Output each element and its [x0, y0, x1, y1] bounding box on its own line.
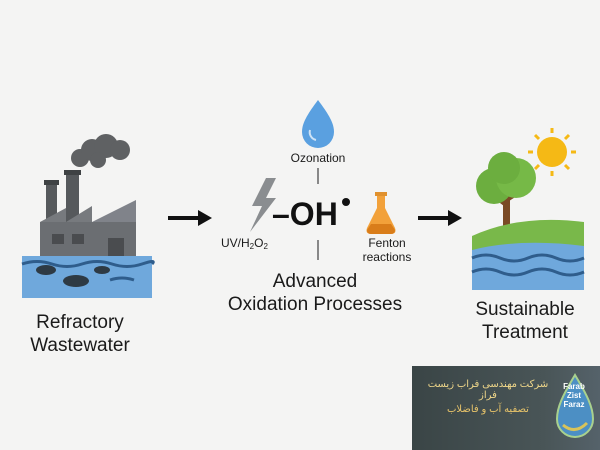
water-drop-icon [302, 100, 334, 148]
process-label-line2: Oxidation Processes [227, 294, 403, 315]
uv-subscript-2: 2 [263, 242, 268, 251]
radical-dot [342, 198, 350, 206]
logo-company-name: شرکت مهندسی فراب زیست فراز [427, 379, 549, 401]
method-fenton: Fenton reactions [348, 236, 426, 264]
uv-text: UV/H [221, 236, 250, 250]
output-label-line1: Sustainable [475, 299, 575, 320]
landscape-icon [471, 219, 585, 290]
fenton-line1: Fenton [368, 236, 406, 250]
input-label: Refractory Wastewater [10, 311, 150, 357]
logo-mark-line1: Farab [563, 382, 585, 391]
uv-subscript-1: 2 [249, 242, 255, 251]
flask-icon [366, 192, 396, 234]
output-label: Sustainable Treatment [455, 298, 595, 344]
method-uv-h2o2: UV/H2O2 [221, 236, 281, 251]
fenton-line2: reactions [362, 250, 412, 264]
logo-mark-line3: Faraz [563, 400, 585, 409]
sun-icon [528, 128, 576, 176]
logo-tagline: تصفیه آب و فاضلاب [447, 404, 529, 415]
logo-mark-line2: Zist [566, 391, 582, 400]
factory-icon [40, 134, 136, 262]
input-label-line1: Refractory [36, 312, 124, 333]
output-label-line2: Treatment [482, 322, 568, 343]
company-logo: شرکت مهندسی فراب زیست فراز تصفیه آب و فا… [412, 366, 600, 450]
tree-icon [476, 152, 536, 226]
uv-text-mid: O [254, 236, 264, 250]
arrow-right-icon [168, 210, 212, 226]
logo-drop-icon [555, 373, 595, 438]
process-label-line1: Advanced [272, 271, 358, 292]
input-label-line2: Wastewater [30, 335, 130, 356]
logo-mark-text: Farab Zist Faraz [559, 382, 589, 409]
method-ozonation: Ozonation [290, 151, 346, 165]
hydroxyl-radical: –OH [272, 196, 338, 232]
wastewater-icon [21, 256, 155, 298]
lightning-icon [250, 178, 276, 232]
arrow-right-icon [418, 210, 462, 226]
process-label: Advanced Oxidation Processes [205, 270, 425, 316]
